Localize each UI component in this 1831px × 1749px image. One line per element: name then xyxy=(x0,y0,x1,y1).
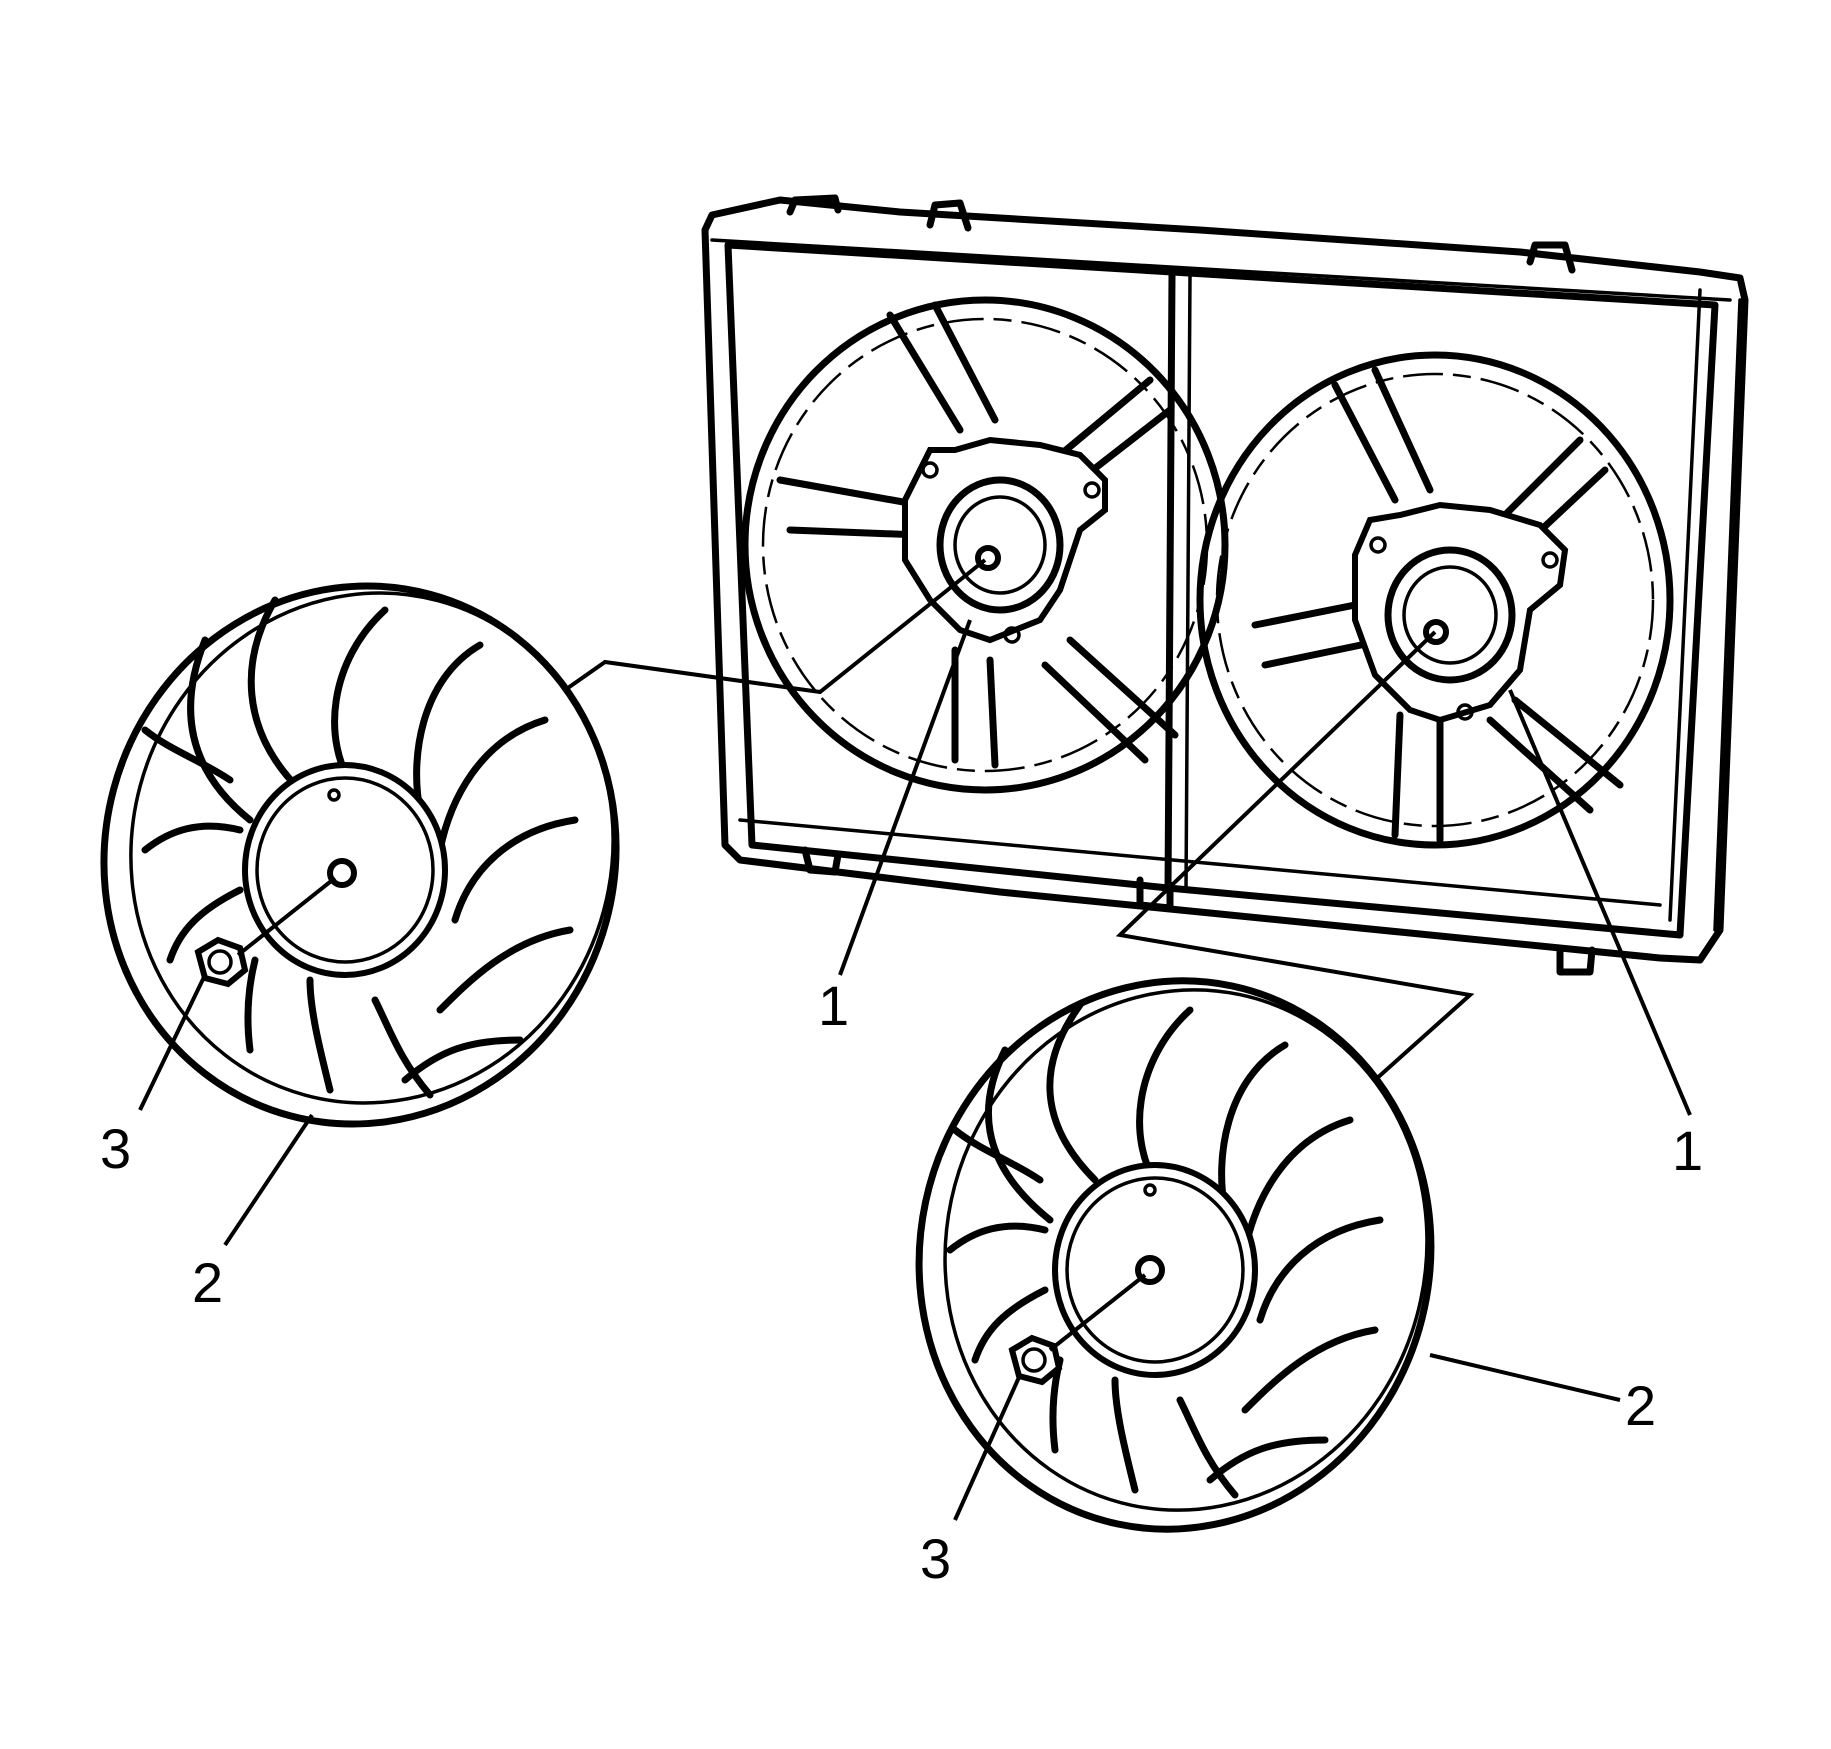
callout-leaders xyxy=(138,619,1692,1521)
fan-blade-right xyxy=(915,977,1435,1533)
fan-blade-left xyxy=(100,582,620,1128)
callout-2-right-fan: 2 xyxy=(1625,1374,1656,1437)
assembly-lines xyxy=(236,558,1475,1352)
fan-blade-right-blades xyxy=(946,1001,1384,1499)
callout-labels: 1 1 2 2 3 3 xyxy=(100,974,1703,1590)
leader-3-right xyxy=(953,1374,1022,1521)
assembly-line-left-fan xyxy=(563,558,987,695)
leader-1-left xyxy=(838,619,972,976)
leader-3-left xyxy=(138,974,207,1111)
callout-3-right-nut: 3 xyxy=(920,1527,951,1590)
assembly-line-right-fan xyxy=(1115,630,1475,1082)
callout-3-left-nut: 3 xyxy=(100,1117,131,1180)
fan-blade-left-blades xyxy=(141,596,579,1099)
shroud-right-ring xyxy=(1196,351,1674,849)
callout-1-right-motor: 1 xyxy=(1672,1119,1703,1182)
leader-2-left xyxy=(223,1113,314,1247)
assembly-line-right-nut xyxy=(1048,1273,1147,1352)
assembly-line-left-nut xyxy=(236,876,337,957)
callout-2-left-fan: 2 xyxy=(192,1251,223,1314)
callout-1-left-motor: 1 xyxy=(818,974,849,1037)
leader-1-right xyxy=(1508,689,1692,1116)
leader-2-right xyxy=(1429,1353,1621,1402)
shroud-left-ring xyxy=(741,296,1229,794)
